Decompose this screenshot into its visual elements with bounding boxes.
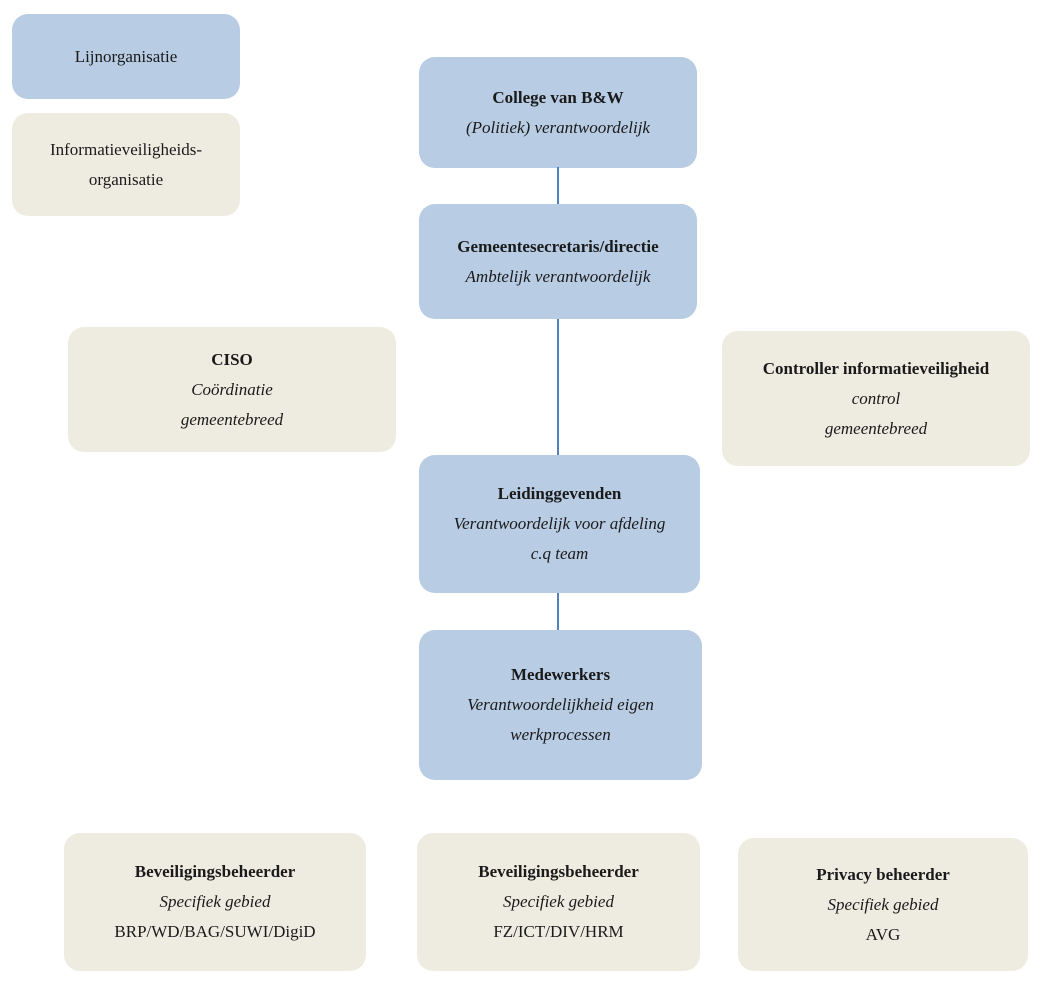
legend-infosec-label-line1: Informatieveiligheids- xyxy=(49,139,202,159)
node-ciso: CISO Coördinatie gemeentebreed xyxy=(68,327,396,452)
node-college-title: College van B&W xyxy=(492,87,624,107)
node-privacybeheerder-line2: AVG xyxy=(865,924,901,944)
node-controller-line2: gemeentebreed xyxy=(824,418,928,438)
node-ciso-line1: Coördinatie xyxy=(191,379,273,399)
node-leidinggevenden-title: Leidinggevenden xyxy=(497,484,622,503)
node-beveiligingsbeheerder-basisregistraties: Beveiligingsbeheerder Specifiek gebied B… xyxy=(64,833,366,971)
node-ciso-title: CISO xyxy=(211,349,253,369)
legend-infosec-label-line2: organisatie xyxy=(88,169,164,189)
connector-leidinggevenden-medewerkers xyxy=(557,593,559,630)
node-privacy-beheerder: Privacy beheerder Specifiek gebied AVG xyxy=(738,838,1028,971)
legend-informatieveiligheidsorganisatie: Informatieveiligheids- organisatie xyxy=(12,113,240,216)
node-leidinggevenden-line2: c.q team xyxy=(530,544,589,563)
node-medewerkers: Medewerkers Verantwoordelijkheid eigen w… xyxy=(419,630,702,780)
node-medewerkers-line1: Verantwoordelijkheid eigen xyxy=(467,695,654,714)
node-gemeentesecretaris-subtitle: Ambtelijk verantwoordelijk xyxy=(465,266,651,286)
connector-gemeentesecretaris-leidinggevenden xyxy=(557,319,559,455)
node-bevbeheerder2-line1: Specifiek gebied xyxy=(503,892,614,911)
node-bevbeheerder2-title: Beveiligingsbeheerder xyxy=(478,862,639,881)
node-bevbeheerder1-line2: BRP/WD/BAG/SUWI/DigiD xyxy=(114,922,316,941)
node-medewerkers-line2: werkprocessen xyxy=(510,725,611,744)
node-controller-title: Controller informatieveiligheid xyxy=(762,358,990,378)
node-college-subtitle: (Politiek) verantwoordelijk xyxy=(466,117,650,137)
node-bevbeheerder2-line2: FZ/ICT/DIV/HRM xyxy=(493,922,624,941)
legend-lijnorganisatie: Lijnorganisatie xyxy=(12,14,240,99)
node-gemeentesecretaris: Gemeentesecretaris/directie Ambtelijk ve… xyxy=(419,204,697,319)
node-leidinggevenden: Leidinggevenden Verantwoordelijk voor af… xyxy=(419,455,700,593)
node-controller-informatieveiligheid: Controller informatieveiligheid control … xyxy=(722,331,1030,466)
node-bevbeheerder1-line1: Specifiek gebied xyxy=(159,892,271,911)
connector-college-gemeentesecretaris xyxy=(557,167,559,205)
node-gemeentesecretaris-title: Gemeentesecretaris/directie xyxy=(457,236,659,256)
node-leidinggevenden-line1: Verantwoordelijk voor afdeling xyxy=(453,514,666,533)
node-medewerkers-title: Medewerkers xyxy=(510,665,611,684)
node-privacybeheerder-title: Privacy beheerder xyxy=(816,864,950,884)
legend-lijnorganisatie-label: Lijnorganisatie xyxy=(74,46,178,66)
node-beveiligingsbeheerder-bedrijfsvoering: Beveiligingsbeheerder Specifiek gebied F… xyxy=(417,833,700,971)
node-bevbeheerder1-title: Beveiligingsbeheerder xyxy=(134,862,296,881)
node-ciso-line2: gemeentebreed xyxy=(180,409,284,429)
node-controller-line1: control xyxy=(851,388,901,408)
node-privacybeheerder-line1: Specifiek gebied xyxy=(827,894,939,914)
node-college-van-bw: College van B&W (Politiek) verantwoordel… xyxy=(419,57,697,168)
